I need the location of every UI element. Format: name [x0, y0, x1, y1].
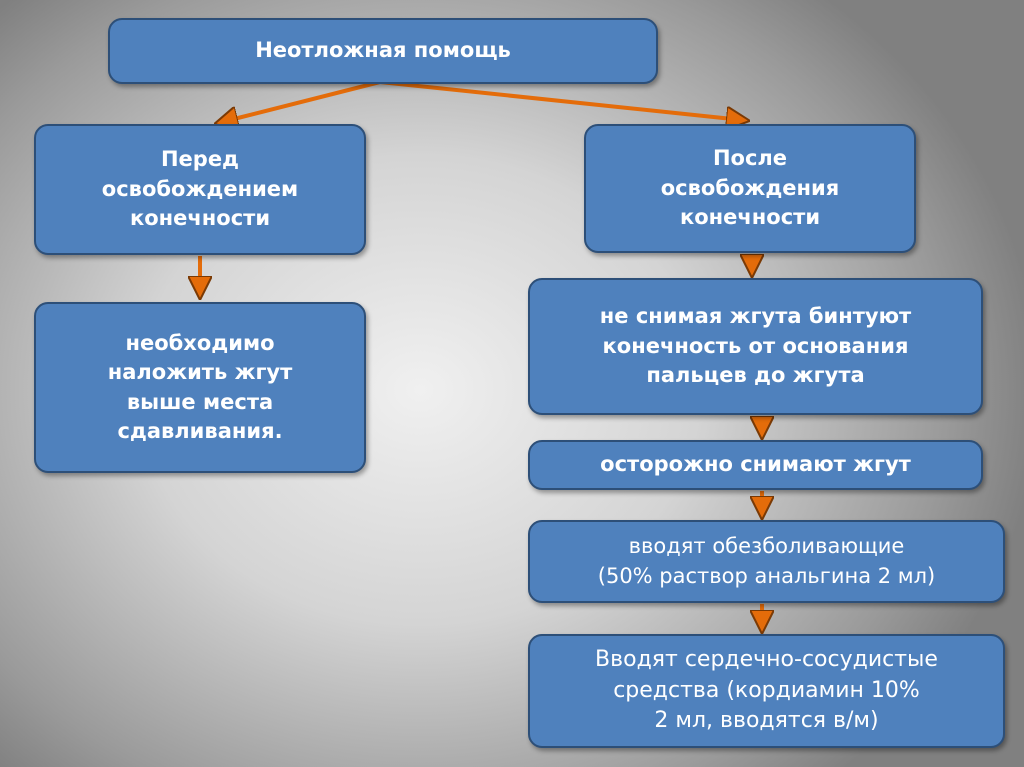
left-header-box: Перед освобождением конечности	[34, 124, 366, 255]
left-step1-text: необходимо наложить жгут выше места сдав…	[107, 330, 293, 443]
right-header-text: После освобождения конечности	[660, 146, 840, 230]
right-step4-box: Вводят сердечно-сосудистые средства (корд…	[528, 634, 1005, 748]
title-text: Неотложная помощь	[255, 38, 511, 63]
right-step3-box: вводят обезболивающие (50% раствор анальг…	[528, 520, 1005, 603]
arrow-to-left	[222, 80, 381, 122]
left-step1-box: необходимо наложить жгут выше места сдав…	[34, 302, 366, 473]
right-step2-box: осторожно снимают жгут	[528, 440, 983, 490]
right-step3-line1: вводят обезболивающие	[628, 534, 905, 559]
right-step2-text: осторожно снимают жгут	[600, 452, 911, 477]
title-box: Неотложная помощь	[108, 18, 658, 84]
right-step1-text: не снимая жгута бинтуют конечность от ос…	[599, 304, 912, 388]
right-step4-line3: 2 мл, вводятся в/м)	[654, 708, 879, 734]
right-step1-box: не снимая жгута бинтуют конечность от ос…	[528, 278, 983, 415]
right-step4-line1: Вводят сердечно-сосудистые	[595, 646, 938, 672]
right-step3-line2: (50% раствор анальгина 2 мл)	[597, 563, 936, 588]
right-header-box: После освобождения конечности	[584, 124, 916, 253]
arrow-to-right	[379, 80, 742, 120]
left-header-text: Перед освобождением конечности	[101, 147, 299, 231]
right-step4-line2: средства (кордиамин 10%	[613, 677, 920, 703]
